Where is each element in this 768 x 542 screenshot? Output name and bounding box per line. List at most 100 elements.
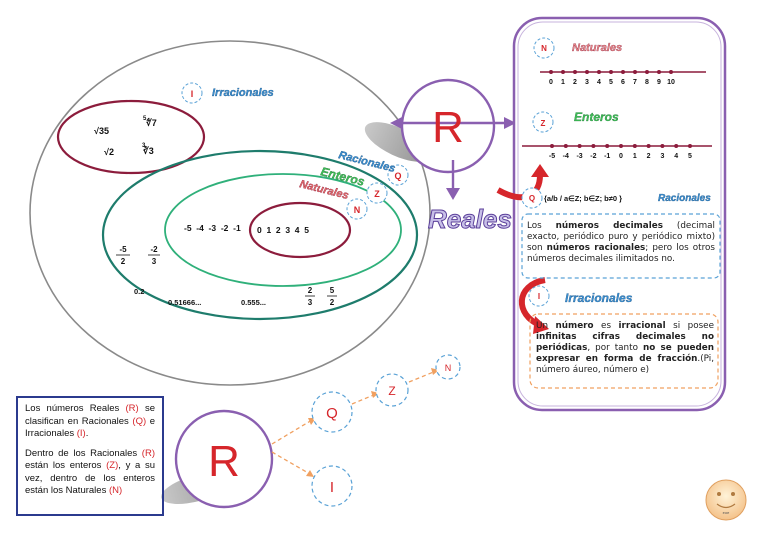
enteros-tick-label: -2 [590, 153, 596, 160]
badge-naturales [346, 198, 368, 220]
enteros-negatives: -5 -4 -3 -2 -1 [184, 223, 241, 233]
naturales-tick-label: 1 [561, 79, 565, 86]
badge-panel-naturales [533, 37, 555, 59]
enteros-tick [550, 144, 554, 148]
enteros-tick [688, 144, 692, 148]
naturales-tick [633, 70, 637, 74]
tree-n-label: N [445, 363, 452, 373]
enteros-tick [577, 144, 582, 148]
badge-panel-irracionales [528, 285, 550, 307]
fraction-3-den: 3 [308, 298, 313, 307]
fraction-1-num: -5 [119, 245, 127, 254]
naturales-tick-label: 7 [633, 79, 637, 86]
enteros-tick-label: -1 [604, 153, 610, 160]
naturales-values: 0 1 2 3 4 5 [257, 225, 309, 235]
panel-racionales-title: Racionales [658, 193, 711, 204]
naturales-tick [621, 70, 625, 74]
badge-irracionales [181, 82, 203, 104]
badge-panel-enteros [532, 111, 554, 133]
info-paragraph-2: Dentro de los Racionales (R) están los e… [25, 447, 155, 497]
tree-root-circle [174, 409, 274, 509]
panel-naturales-badge: N [541, 44, 547, 53]
badge-panel-racionales [521, 187, 543, 209]
panel-racionales-formula: {a/b / a∈Z; b∈Z; b≠0 } [544, 194, 622, 203]
enteros-tick [605, 144, 610, 148]
reales-letter: R [432, 103, 464, 152]
naturales-set-ellipse [248, 201, 352, 259]
tree-q-circle [311, 391, 353, 433]
naturales-tick-label: 5 [609, 79, 613, 86]
badge-enteros-label: Z [374, 189, 380, 199]
info-paragraph-1: Los números Reales (R) se clasifican en … [25, 403, 155, 439]
naturales-tick [645, 70, 649, 74]
naturales-tick [609, 70, 613, 74]
enteros-tick [646, 144, 651, 148]
fraction-2-num: -2 [150, 245, 158, 254]
panel-irracionales-badge: I [538, 292, 540, 301]
smiley-face-icon [705, 479, 747, 521]
naturales-tick [561, 70, 565, 74]
naturales-tick [573, 70, 577, 74]
fraction-4-num: 5 [330, 286, 335, 295]
irrational-root7: ∜7 [146, 116, 157, 128]
naturales-tick-label: 6 [621, 79, 625, 86]
naturales-tick-label: 9 [657, 79, 661, 86]
decimal-0-555: 0.555... [241, 298, 266, 307]
panel-naturales-title: Naturales [572, 42, 622, 54]
naturales-tick [597, 70, 601, 74]
enteros-tick [674, 144, 679, 148]
naturales-number-line [540, 70, 706, 74]
tree-z-circle [375, 373, 409, 407]
naturales-tick-label: 2 [573, 79, 577, 86]
info-box: Los números Reales (R) se clasifican en … [16, 396, 164, 516]
irrational-sqrt35: √35 [94, 126, 109, 136]
fraction-4-den: 2 [330, 298, 335, 307]
arrow-right-head [504, 117, 516, 129]
racionales-description: Los números decimales (decimal exacto, p… [527, 221, 715, 264]
enteros-tick [632, 144, 637, 148]
naturales-tick-label: 10 [667, 79, 675, 86]
tree-z-label: Z [388, 384, 395, 398]
reales-word: Reales [428, 204, 512, 234]
enteros-tick-label: 3 [660, 153, 664, 160]
tree-q-label: Q [326, 405, 338, 422]
decimal-0-51666: 0.51666... [168, 298, 201, 307]
tree-i-label: I [330, 479, 334, 496]
arrow-left-head [390, 117, 402, 129]
irrational-root7-index: 5 [143, 116, 147, 122]
enteros-number-line [522, 144, 712, 148]
naturales-tick-label: 0 [549, 79, 553, 86]
badge-racionales-label: Q [394, 171, 401, 181]
naturales-tick-label: 8 [645, 79, 649, 86]
naturales-tick [669, 70, 673, 74]
irrational-root3: ∛3 [143, 144, 154, 156]
enteros-tick-label: 1 [633, 153, 637, 160]
enteros-tick [563, 144, 568, 148]
naturales-tick-label: 4 [597, 79, 601, 86]
panel-racionales-badge: Q [529, 194, 535, 203]
decimal-0-2: 0.2 [134, 287, 144, 296]
badge-irracionales-label: I [191, 89, 194, 99]
tree-n-circle [435, 354, 461, 380]
irracionales-set-ellipse [56, 99, 206, 175]
irracionales-title: Irracionales [212, 87, 274, 99]
enteros-tick [660, 144, 665, 148]
naturales-tick [657, 70, 661, 74]
fraction-1-den: 2 [121, 257, 126, 266]
fraction-3-num: 2 [308, 286, 313, 295]
reales-set-ellipse [29, 40, 431, 386]
enteros-tick-label: -3 [576, 153, 582, 160]
fraction-2-den: 3 [152, 257, 157, 266]
panel-enteros-title: Enteros [574, 110, 619, 124]
naturales-tick [549, 70, 553, 74]
irracionales-desc-box [529, 313, 719, 389]
racionales-desc-box [521, 213, 721, 279]
enteros-tick-label: -4 [563, 153, 569, 160]
enteros-tick-label: -5 [549, 153, 555, 160]
irracionales-description: Un número es irracional si posee infinit… [536, 321, 715, 375]
enteros-set-ellipse [164, 173, 402, 287]
panel-irracionales-title: Irracionales [565, 291, 633, 305]
enteros-tick [591, 144, 596, 148]
smiley-label: eoe [723, 510, 730, 515]
